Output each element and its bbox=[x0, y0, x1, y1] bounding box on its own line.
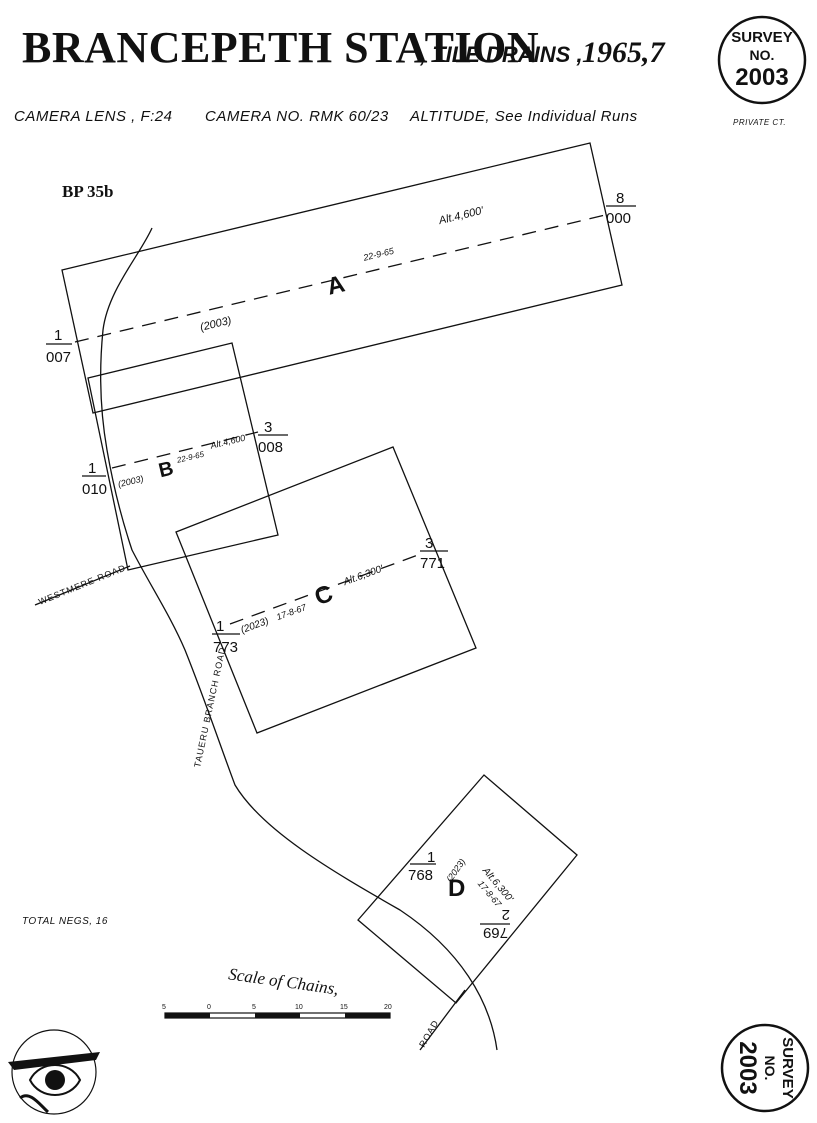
run-c-start-neg: 773 bbox=[213, 639, 238, 656]
survey-stamp-bottom-line1: SURVEY bbox=[779, 1037, 796, 1098]
scale-tick-label: 20 bbox=[384, 1004, 392, 1011]
road-lower-line bbox=[419, 989, 466, 1051]
westmere-road-label: WESTMERE ROAD bbox=[37, 563, 127, 607]
map-year: 1965,7 bbox=[582, 36, 665, 69]
run-a-end-number: 8 bbox=[616, 190, 624, 207]
run-b-letter: B bbox=[157, 457, 176, 482]
survey-stamp-top: SURVEY NO. 2003 bbox=[717, 15, 807, 105]
road-label: ROAD bbox=[417, 1018, 441, 1049]
run-c-end-neg: 771 bbox=[420, 555, 445, 572]
survey-stamp-top-line2: NO. bbox=[750, 47, 775, 63]
scale-tick-label: 15 bbox=[340, 1004, 348, 1011]
run-d-start-number: 1 bbox=[427, 849, 435, 866]
run-d-start-neg: 768 bbox=[408, 867, 433, 884]
run-a-altitude: Alt.4,600' bbox=[437, 205, 486, 228]
nz-aerial-mapping-logo bbox=[8, 1029, 100, 1115]
scale-tick-label: 10 bbox=[295, 1004, 303, 1011]
map-subtitle: , TILE DRAINS , bbox=[420, 42, 583, 67]
scale-bar: 5 0 5 10 15 20 bbox=[162, 1004, 392, 1019]
run-b-end-number: 3 bbox=[264, 419, 272, 436]
run-a-letter: A bbox=[324, 270, 347, 300]
map-title: BRANCEPETH STATION bbox=[22, 23, 540, 72]
run-d-end-number: 2 bbox=[502, 906, 510, 923]
run-a-survey: (2003) bbox=[199, 315, 233, 334]
run-b-survey: (2003) bbox=[117, 474, 145, 490]
scale-tick-label: 5 bbox=[162, 1004, 166, 1011]
survey-stamp-bottom-number: 2003 bbox=[734, 1041, 761, 1094]
run-c-start-number: 1 bbox=[216, 618, 224, 635]
survey-stamp-bottom: SURVEY NO. 2003 bbox=[720, 1023, 810, 1113]
bp-label: BP 35b bbox=[62, 182, 114, 201]
altitude-info: ALTITUDE, See Individual Runs bbox=[410, 108, 638, 125]
survey-stamp-top-line1: SURVEY bbox=[731, 29, 792, 46]
westmere-road-line bbox=[34, 565, 131, 606]
run-b-start-number: 1 bbox=[88, 460, 96, 477]
camera-lens-info: CAMERA LENS , F:24 bbox=[14, 108, 173, 125]
run-c-flightline bbox=[229, 554, 419, 625]
run-a-frame bbox=[61, 142, 623, 414]
run-a-end-neg: 000 bbox=[606, 210, 631, 227]
run-b-start-neg: 010 bbox=[82, 481, 107, 498]
run-d-end-neg: 769 bbox=[483, 924, 508, 941]
camera-number-info: CAMERA NO. RMK 60/23 bbox=[205, 108, 389, 125]
run-c-end-number: 3 bbox=[425, 535, 433, 552]
run-b-end-neg: 008 bbox=[258, 439, 283, 456]
run-a-date: 22-9-65 bbox=[361, 246, 395, 263]
river-line bbox=[100, 227, 498, 1051]
run-b-frame bbox=[87, 342, 279, 571]
run-a-start-neg: 007 bbox=[46, 349, 71, 366]
survey-stamp-top-number: 2003 bbox=[735, 64, 788, 91]
private-ct-label: PRIVATE CT. bbox=[733, 118, 787, 127]
scale-tick-label: 5 bbox=[252, 1004, 256, 1011]
total-negs-label: TOTAL NEGS, 16 bbox=[22, 916, 108, 927]
run-c-letter: C bbox=[311, 580, 337, 611]
run-c-frame bbox=[175, 446, 477, 734]
run-c-date: 17-8-67 bbox=[275, 602, 309, 622]
scale-tick-label: 0 bbox=[207, 1004, 211, 1011]
run-b-altitude: Alt.4,600' bbox=[208, 432, 248, 451]
run-c-survey: (2023) bbox=[239, 616, 270, 636]
run-c-altitude: Alt.6,300' bbox=[341, 563, 386, 588]
run-d-frame bbox=[357, 774, 578, 1004]
survey-stamp-bottom-line2: NO. bbox=[762, 1056, 778, 1081]
run-d-letter: D bbox=[448, 875, 465, 902]
run-a-start-number: 1 bbox=[54, 327, 62, 344]
run-b-flightline bbox=[111, 431, 259, 469]
